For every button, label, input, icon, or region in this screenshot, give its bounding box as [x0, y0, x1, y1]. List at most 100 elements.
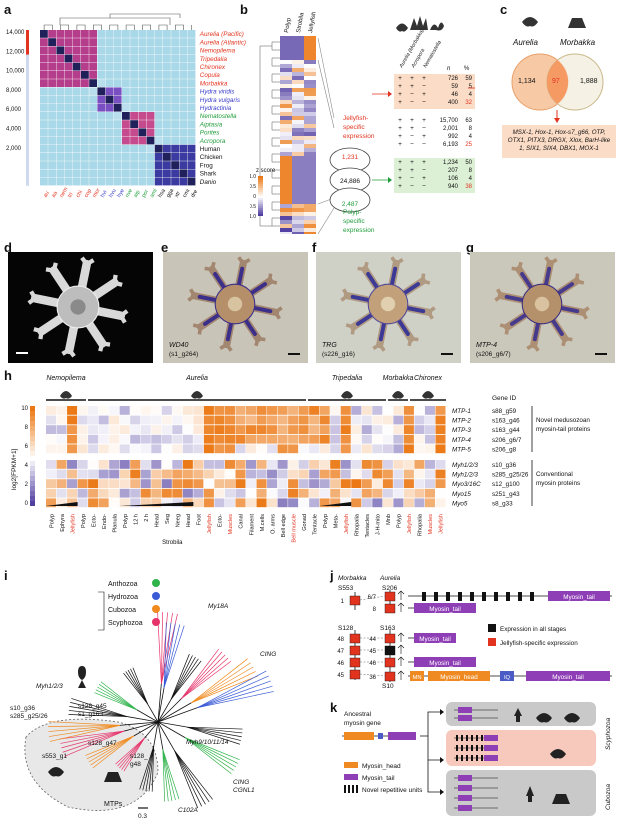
- heatmap-b-cell: [280, 112, 292, 117]
- heatmap-h-cell: [77, 406, 88, 415]
- heatmap-b-cell: [304, 132, 316, 137]
- ortholog-heatmap: 14,00012,00010,0008,0006,0004,0002,000Au…: [6, 13, 246, 199]
- repeat-unit: [518, 592, 522, 601]
- group-title: Morbakka: [383, 375, 414, 382]
- time-wedge: [46, 502, 78, 506]
- gene-label-f: TRG: [322, 342, 337, 349]
- homology-line: [359, 673, 386, 677]
- pct-cell: 4: [469, 92, 473, 98]
- heatmap-cell: [113, 62, 122, 71]
- heatmap-cell: [56, 62, 65, 71]
- gene-box-red: [349, 669, 361, 680]
- heatmap-h-cell: [88, 425, 99, 434]
- tail-domain: [484, 735, 498, 741]
- x-label: Jellyfish: [207, 514, 213, 534]
- tree-branch: [157, 707, 198, 723]
- count-polyp: 2,487: [342, 201, 359, 208]
- repeat-unit: [506, 592, 510, 601]
- polyp-icon: [514, 708, 522, 722]
- species-label: Copula: [200, 72, 220, 79]
- heatmap-cell: [105, 71, 114, 79]
- heatmap-h-cell: [46, 425, 57, 434]
- ephyra-lappet: [197, 326, 203, 335]
- heatmap-b-cell: [280, 184, 292, 189]
- heatmap-h-cell: [119, 469, 130, 479]
- gene-id: s206_g6/7: [492, 437, 522, 444]
- heatmap-cell: [40, 79, 48, 87]
- heatmap-cell: [179, 128, 188, 137]
- ephyra-lappet: [67, 348, 76, 358]
- heatmap-h-cell: [393, 444, 404, 454]
- heatmap-b-cell: [304, 216, 316, 221]
- heatmap-h-cell: [382, 469, 393, 479]
- heatmap-cell: [56, 95, 65, 104]
- gene-number: 48: [337, 637, 344, 643]
- iq-domain: [500, 671, 514, 681]
- heatmap-b-cell: [304, 192, 316, 197]
- heatmap-b-cell: [292, 88, 304, 93]
- heatmap-b-cell: [304, 228, 316, 233]
- heatmap-cell: [72, 62, 81, 71]
- heatmap-h-cell: [403, 488, 414, 498]
- x-label: Ecto-: [91, 514, 97, 527]
- x-tick-label: por: [141, 189, 150, 199]
- ephyra-lappet: [118, 314, 127, 324]
- heatmap-b-cell: [304, 40, 316, 45]
- heatmap-b-cell: [280, 172, 292, 177]
- tree-leaf: [151, 746, 155, 792]
- tree-branch: [157, 698, 182, 723]
- heatmap-cell: [122, 87, 130, 96]
- count-all: 24,886: [340, 178, 360, 185]
- heatmap-cell: [187, 62, 196, 71]
- sign-cell: −: [410, 99, 414, 106]
- ephyra-lappet: [581, 311, 588, 320]
- heatmap-b-cell: [304, 220, 316, 225]
- heatmap-h-cell: [319, 460, 330, 469]
- scale-swatch: [258, 214, 263, 216]
- sign-cell: +: [398, 159, 402, 166]
- species-label: Hydractinia: [200, 105, 232, 112]
- ancestral-label: myosin gene: [344, 720, 381, 727]
- heatmap-cell: [48, 62, 56, 71]
- heatmap-cell: [154, 144, 163, 153]
- heatmap-h-cell: [340, 415, 351, 425]
- scale-bar: [16, 352, 28, 354]
- heatmap-h-cell: [140, 469, 151, 479]
- gene-name: Myh1/2/3: [452, 462, 478, 469]
- heatmap-b-cell: [304, 76, 316, 81]
- heatmap-cell: [154, 161, 163, 169]
- heatmap-b-cell: [304, 84, 316, 89]
- heatmap-h-cell: [98, 460, 109, 469]
- tree-leaf: [161, 612, 163, 684]
- panel-a-label: a: [4, 2, 12, 17]
- heatmap-h-cell: [140, 498, 151, 508]
- ephyra-lappet: [274, 306, 283, 314]
- heatmap-cell: [130, 136, 138, 145]
- heatmap-b-cell: [280, 132, 292, 137]
- heatmap-cell: [48, 87, 56, 96]
- sign-cell: −: [422, 83, 426, 90]
- n-cell: 1,234: [443, 160, 459, 166]
- heatmap-cell: [138, 30, 147, 38]
- repeat-unit: [494, 592, 498, 601]
- tree-branch: [157, 687, 165, 723]
- tail-domain: [388, 732, 416, 740]
- heatmap-b-cell: [304, 184, 316, 189]
- arrow-head: [388, 91, 392, 97]
- heatmap-cell: [105, 87, 114, 96]
- heatmap-h-cell: [172, 406, 183, 415]
- heatmap-cell: [187, 103, 196, 112]
- scale-swatch: [258, 186, 263, 188]
- ephyra-lappet: [511, 266, 520, 272]
- heatmap-cell: [89, 144, 97, 153]
- heatmap-b-cell: [280, 104, 292, 109]
- heatmap-h-cell: [56, 460, 67, 469]
- legend-unit: [356, 785, 358, 793]
- x-tick-label: dre: [190, 189, 199, 199]
- species-label: Acropora: [199, 138, 226, 145]
- panel-h-label: h: [4, 368, 12, 383]
- gene-box: [384, 657, 396, 668]
- heatmap-cell: [64, 54, 73, 63]
- ephyra-lappet: [98, 342, 105, 352]
